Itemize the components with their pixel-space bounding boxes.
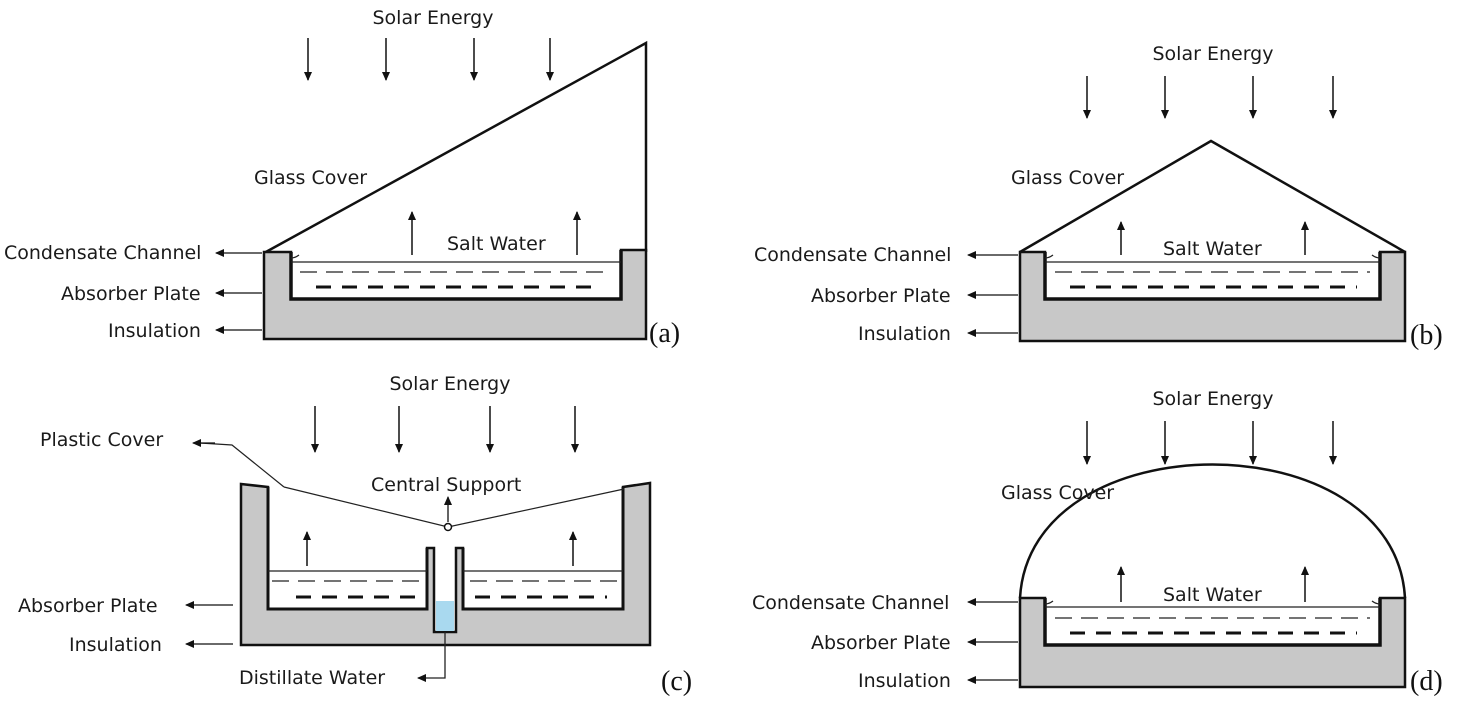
condensate-channel-lip <box>1371 600 1381 605</box>
condensate-channel-label: Condensate Channel <box>4 242 201 264</box>
condensate-channel-lip <box>1044 254 1054 259</box>
distillate-water-label: Distillate Water <box>239 667 385 689</box>
panel-tag: (a) <box>649 318 680 349</box>
central-support <box>443 522 453 532</box>
solar-rays <box>304 38 554 81</box>
solar-energy-label: Solar Energy <box>1153 43 1274 65</box>
panel-tag: (d) <box>1410 666 1443 697</box>
absorber-plate <box>289 250 623 301</box>
glass-cover-label: Glass Cover <box>1001 482 1114 504</box>
solar-energy-label: Solar Energy <box>373 7 494 29</box>
solar-rays <box>1083 421 1337 465</box>
salt-water-label: Salt Water <box>1163 238 1262 260</box>
absorber-plate-label: Absorber Plate <box>18 595 158 617</box>
condensate-channel-lip <box>290 254 300 259</box>
condensate-channel-label: Condensate Channel <box>752 592 949 614</box>
solar-energy-label: Solar Energy <box>1153 388 1274 410</box>
insulation-label: Insulation <box>858 670 951 692</box>
absorber-plate <box>1043 252 1382 301</box>
glass-cover <box>1019 139 1406 254</box>
insulation-label: Insulation <box>108 320 201 342</box>
glass-cover <box>1018 463 1407 599</box>
panel-a: Solar Energy Glass Cover Salt Water Cond… <box>4 7 680 349</box>
panel-tag: (c) <box>661 666 692 697</box>
absorber-plate-label: Absorber Plate <box>61 283 201 305</box>
glass-cover-label: Glass Cover <box>254 167 367 189</box>
insulation-label: Insulation <box>69 634 162 656</box>
plastic-cover-label: Plastic Cover <box>40 429 163 451</box>
solar-rays <box>1083 76 1337 119</box>
insulation-label: Insulation <box>858 323 951 345</box>
absorber-plate <box>1043 598 1382 647</box>
panel-c: Solar Energy Central Support Plastic Cov… <box>18 373 692 697</box>
solar-energy-label: Solar Energy <box>390 373 511 395</box>
condensate-channel-label: Condensate Channel <box>754 244 951 266</box>
distillate-water <box>436 601 454 631</box>
absorber-plate <box>266 487 625 611</box>
panel-d: Solar Energy Glass Cover Salt Water Cond… <box>752 388 1443 697</box>
basin-insulation <box>1018 596 1407 689</box>
basin-insulation <box>262 248 648 341</box>
basin-insulation <box>1018 250 1407 343</box>
solar-rays <box>311 406 579 453</box>
glass-cover-label: Glass Cover <box>1011 167 1124 189</box>
absorber-plate-label: Absorber Plate <box>811 632 951 654</box>
panel-tag: (b) <box>1410 320 1443 351</box>
central-support-label: Central Support <box>371 474 521 496</box>
condensate-channel-lip <box>1371 254 1381 259</box>
absorber-plate-label: Absorber Plate <box>811 285 951 307</box>
condensate-channel-lip <box>1044 600 1054 605</box>
salt-water-label: Salt Water <box>1163 584 1262 606</box>
glass-cover <box>263 40 648 255</box>
panel-b: Solar Energy Glass Cover Salt Water Cond… <box>754 43 1443 351</box>
salt-water-label: Salt Water <box>447 233 546 255</box>
